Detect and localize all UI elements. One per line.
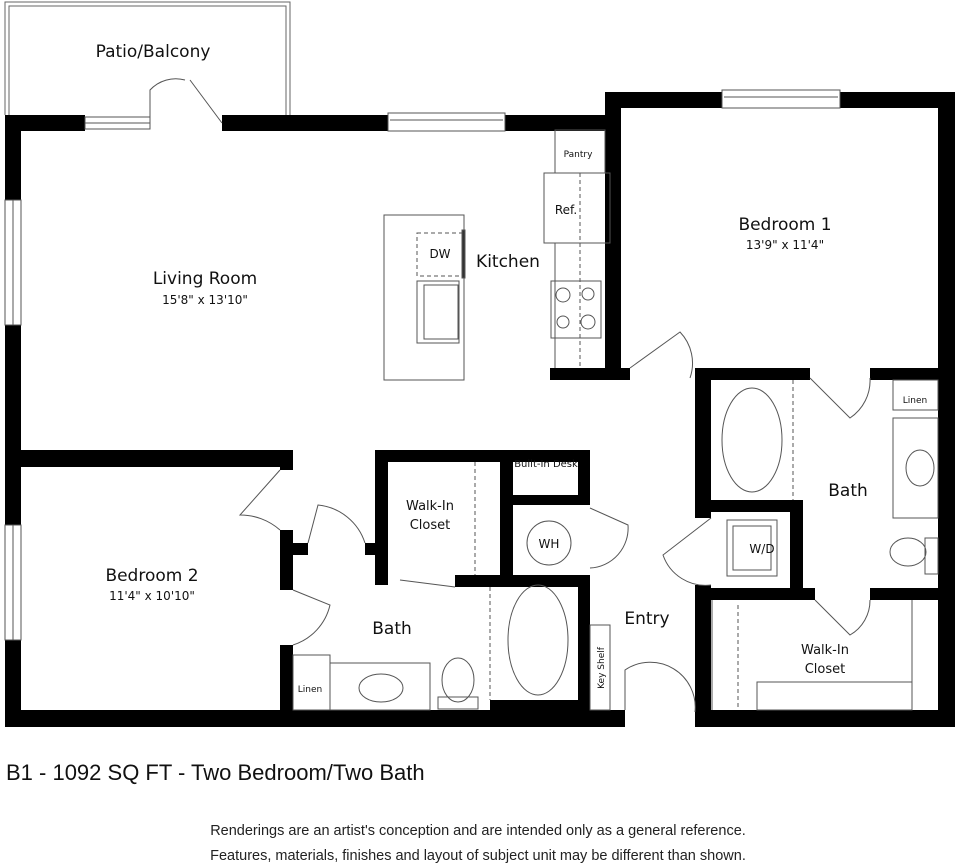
disclaimer-line-2: Features, materials, finishes and layout… — [210, 848, 746, 864]
closet-2-label-2: Closet — [410, 518, 451, 533]
room-label-bath-2: Bath — [372, 619, 412, 639]
key-shelf-label: Key Shelf — [597, 646, 607, 689]
closet-1-label-1: Walk-In — [801, 643, 849, 658]
room-label-bedroom-1: Bedroom 1 — [738, 215, 831, 235]
room-label-bedroom-2: Bedroom 2 — [105, 566, 198, 586]
plan-title: B1 - 1092 SQ FT - Two Bedroom/Two Bath — [6, 760, 425, 785]
closet-2-label-1: Walk-In — [406, 499, 454, 514]
fixtures — [292, 129, 939, 711]
closet-1-label-2: Closet — [805, 662, 846, 677]
room-label-bath-1: Bath — [828, 481, 868, 501]
room-label-entry: Entry — [624, 609, 669, 629]
linen-label-2: Linen — [298, 685, 322, 695]
wd-label: W/D — [749, 542, 774, 556]
floor-plan: Patio/Balcony Living Room 15'8" x 13'10"… — [4, 1, 955, 727]
linen-label-1: Linen — [903, 396, 927, 406]
dw-label: DW — [429, 247, 450, 261]
desk-label: Built-In Desk — [514, 459, 578, 470]
patio — [4, 1, 291, 115]
room-label-kitchen: Kitchen — [476, 252, 540, 272]
windows-doors — [4, 78, 871, 713]
room-dims-bedroom-2: 11'4" x 10'10" — [109, 589, 195, 603]
room-dims-living: 15'8" x 13'10" — [162, 293, 248, 307]
room-dims-bedroom-1: 13'9" x 11'4" — [746, 238, 824, 252]
ref-label: Ref. — [555, 203, 577, 217]
room-label-patio: Patio/Balcony — [96, 42, 211, 62]
pantry-label: Pantry — [564, 150, 593, 160]
wh-label: WH — [539, 537, 560, 551]
walls — [5, 92, 955, 727]
disclaimer-line-1: Renderings are an artist's conception an… — [210, 823, 746, 839]
room-label-living: Living Room — [153, 269, 257, 289]
